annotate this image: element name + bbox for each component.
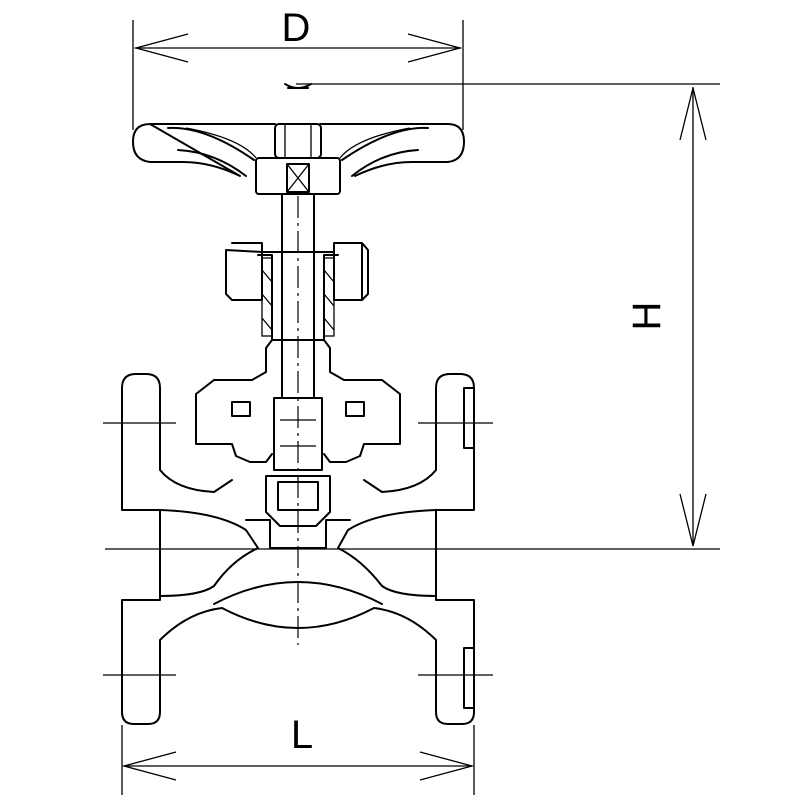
lower-body-arc: [213, 581, 383, 605]
packing-hatching: [261, 269, 335, 331]
handwheel-rim: [132, 123, 465, 177]
stem-lower-section: [273, 397, 323, 471]
bonnet-right: [323, 254, 401, 463]
bonnet-left: [195, 254, 273, 463]
dimension-d: D: [132, 6, 464, 130]
top-right-flange: [363, 373, 475, 493]
handwheel-spoke-right: [341, 126, 429, 177]
disc-nut: [277, 481, 319, 511]
top-left-flange: [121, 373, 233, 493]
dimension-d-arrow-left: [133, 33, 189, 63]
dimension-h: H: [296, 83, 720, 550]
dimension-h-arrow-top: [679, 87, 707, 141]
dimension-l: L: [121, 713, 475, 795]
packing-right: [323, 257, 335, 337]
stem-square-cross-b: [286, 163, 310, 193]
yoke-assembly: [195, 193, 401, 471]
dimension-h-arrow-bottom: [679, 493, 707, 547]
dimension-l-arrow-right: [419, 751, 475, 781]
handwheel-top-mark: [284, 83, 312, 89]
dimension-d-arrow-right: [407, 33, 463, 63]
dimension-d-label: D: [282, 6, 311, 50]
stem-square-end: [286, 163, 310, 193]
top-right-flange-bolt-face: [463, 387, 475, 449]
body-left-outline: [121, 387, 475, 725]
body-inner-flow-path: [159, 509, 437, 597]
handwheel-hub-top: [185, 127, 411, 159]
gland-nut: [225, 242, 369, 301]
valve-seat: [245, 519, 351, 549]
bonnet-bolts: [231, 401, 365, 417]
packing-left: [261, 257, 273, 337]
disc-holder: [265, 475, 331, 527]
dimension-l-label: L: [291, 713, 313, 757]
valve-body: [121, 373, 475, 725]
dimension-l-arrow-left: [121, 751, 177, 781]
bottom-right-flange-bolt-face: [463, 647, 475, 709]
center-lines: [103, 196, 493, 676]
dimension-h-label: H: [625, 302, 669, 331]
handwheel-spoke-left: [167, 126, 255, 177]
handwheel: [132, 83, 465, 195]
handwheel-nut: [274, 123, 322, 159]
